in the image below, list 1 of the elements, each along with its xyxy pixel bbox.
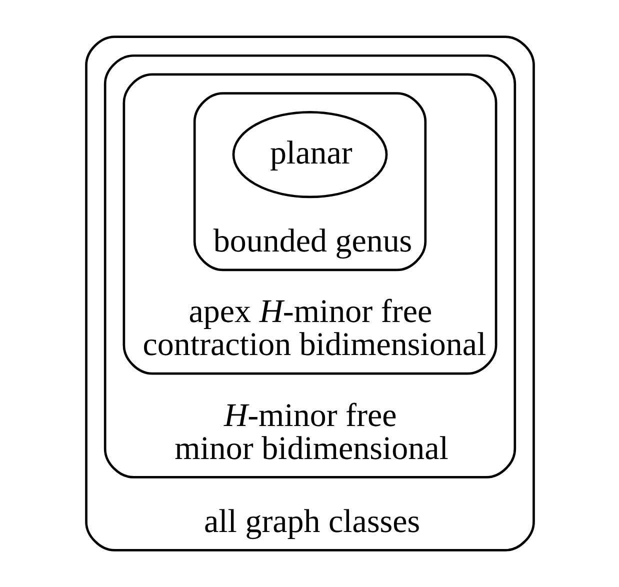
node-ellipse: planar [232, 110, 388, 198]
